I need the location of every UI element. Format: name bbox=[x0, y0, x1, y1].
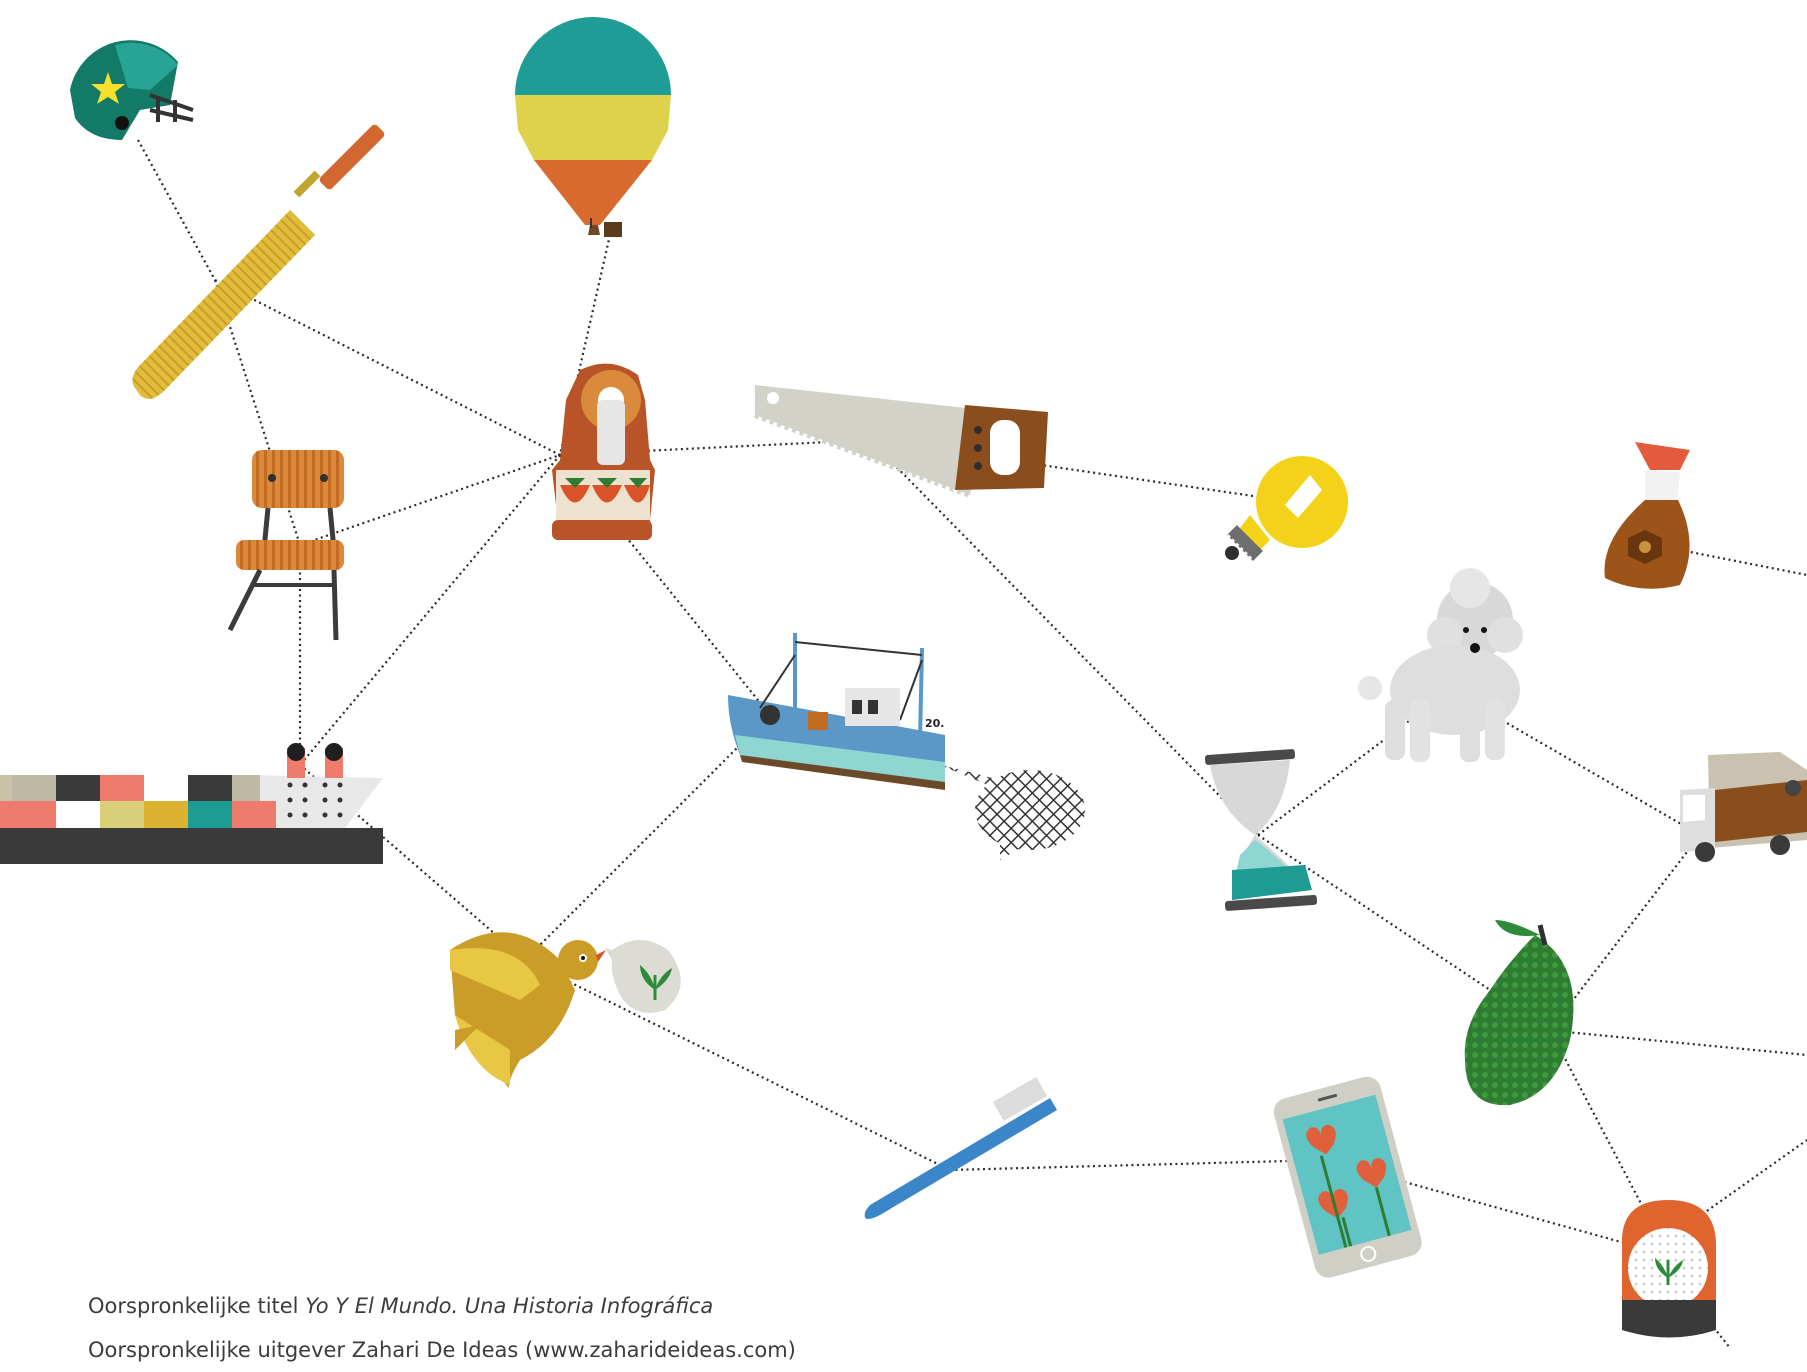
link-truck-avocado bbox=[1549, 834, 1701, 1031]
delivery-truck-icon bbox=[1680, 752, 1807, 862]
link-offpage-2 bbox=[1679, 1139, 1807, 1231]
bird-icon bbox=[450, 932, 681, 1090]
hand-saw-icon bbox=[753, 385, 1048, 498]
link-helmet-bat bbox=[137, 139, 216, 281]
original-title: Yo Y El Mundo. Una Historia Infográfica bbox=[305, 1294, 714, 1318]
credits: Oorspronkelijke titel Yo Y El Mundo. Una… bbox=[88, 1284, 796, 1372]
original-publisher-line: Oorspronkelijke uitgever Zahari De Ideas… bbox=[88, 1338, 796, 1362]
smartphone-icon bbox=[1273, 1076, 1422, 1278]
link-saw-hourglass bbox=[869, 439, 1259, 836]
link-toothbrush-phone bbox=[949, 1158, 1326, 1172]
cricket-bat-icon bbox=[132, 124, 385, 399]
rice-ball-icon bbox=[1621, 1200, 1716, 1338]
link-hourglass-poodle bbox=[1257, 689, 1451, 836]
link-offpage-1 bbox=[1679, 548, 1807, 577]
link-jar-ship bbox=[299, 454, 561, 766]
link-offpage-3 bbox=[1699, 1309, 1731, 1348]
strawberry-jam-jar-icon bbox=[552, 363, 655, 540]
link-jar-saw bbox=[559, 438, 871, 457]
avocado-icon bbox=[1464, 920, 1574, 1106]
hot-air-balloon-icon bbox=[515, 17, 671, 237]
link-bird-toothbrush bbox=[524, 959, 951, 1171]
link-avocado-riceball bbox=[1549, 1029, 1669, 1256]
toothbrush-icon bbox=[864, 1076, 1057, 1219]
link-phone-riceball bbox=[1324, 1158, 1669, 1257]
link-offpage-0 bbox=[1544, 1028, 1807, 1057]
poodle-icon bbox=[1358, 568, 1523, 762]
hourglass-icon bbox=[1204, 749, 1318, 911]
connection-lines bbox=[137, 139, 1807, 1348]
container-ship-icon bbox=[0, 743, 383, 864]
link-chair-jar bbox=[299, 453, 561, 547]
original-title-label: Oorspronkelijke titel bbox=[88, 1294, 299, 1318]
original-title-line: Oorspronkelijke titel Yo Y El Mundo. Una… bbox=[88, 1284, 796, 1328]
fishing-boat-icon: 20. bbox=[728, 633, 1085, 860]
link-bird-boat bbox=[524, 714, 771, 961]
light-bulb-icon bbox=[1225, 456, 1348, 561]
link-poodle-truck bbox=[1449, 689, 1701, 836]
soy-sauce-bottle-icon bbox=[1604, 442, 1690, 589]
link-bat-jar bbox=[214, 279, 561, 456]
chair-icon bbox=[227, 450, 344, 641]
boat-number: 20. bbox=[925, 717, 945, 730]
football-helmet-icon bbox=[70, 40, 194, 140]
